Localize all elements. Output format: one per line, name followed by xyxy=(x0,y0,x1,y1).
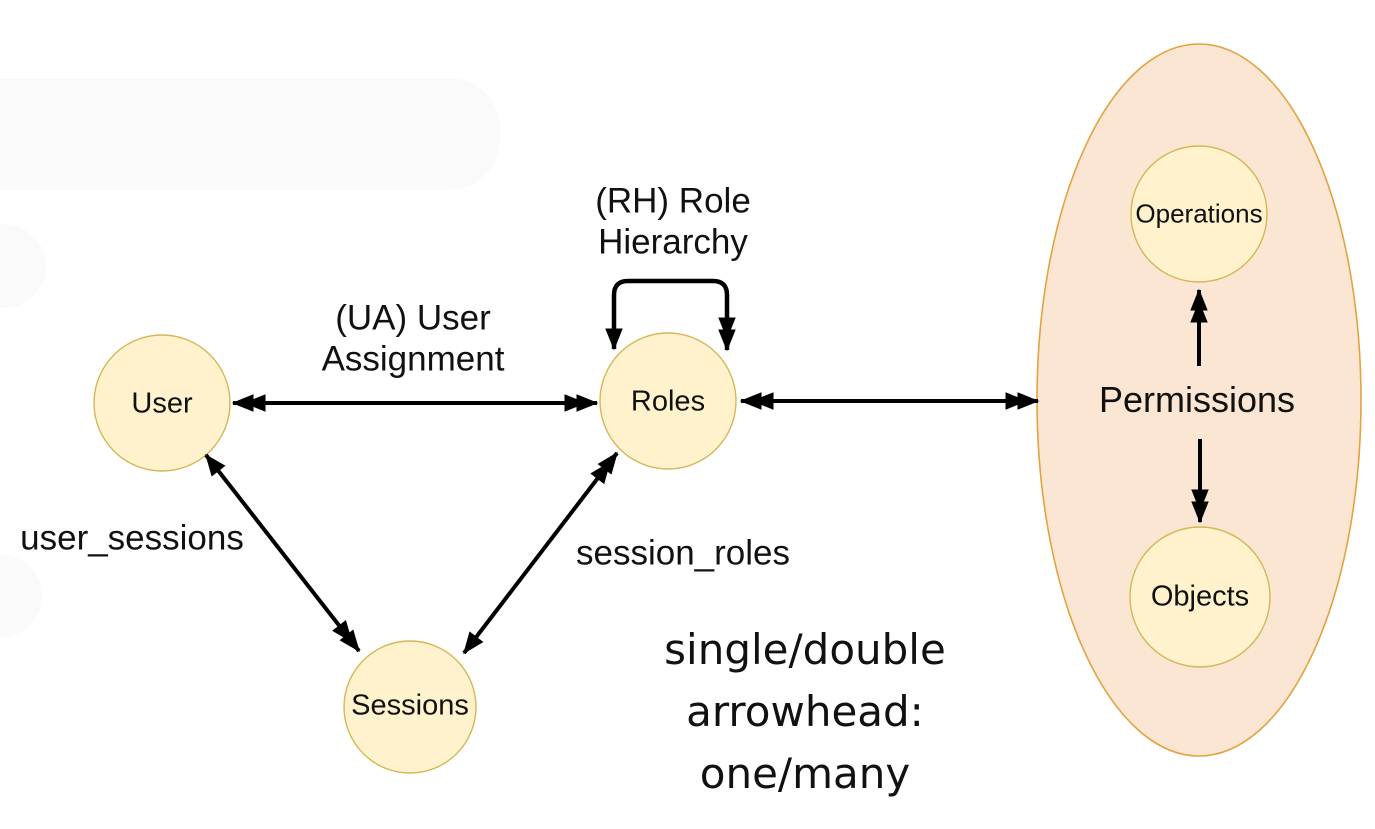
permissions-label: Permissions xyxy=(1098,379,1296,420)
background-artifact xyxy=(0,224,46,308)
objects-node xyxy=(1129,526,1271,668)
user-node-label: User xyxy=(131,387,193,420)
background-artifact xyxy=(0,554,42,638)
user-node xyxy=(93,334,231,472)
rh-edge-label: (RH) Role Hierarchy xyxy=(595,181,751,262)
session-roles-edge-label: session_roles xyxy=(576,533,790,573)
session-roles-edge xyxy=(462,451,619,655)
arrowhead-legend: single/double arrowhead: one/many xyxy=(664,624,946,799)
rh-self-loop-edge xyxy=(605,278,736,352)
roles-node-label: Roles xyxy=(630,385,706,418)
objects-node-label: Objects xyxy=(1150,580,1250,613)
user-sessions-edge xyxy=(204,453,361,653)
operations-node xyxy=(1130,145,1268,283)
sessions-node xyxy=(343,640,477,774)
background-artifact xyxy=(0,78,500,190)
ua-edge-label: (UA) User Assignment xyxy=(321,298,505,379)
operations-node-label: Operations xyxy=(1135,198,1263,229)
user-sessions-edge-label: user_sessions xyxy=(20,518,244,558)
sessions-node-label: Sessions xyxy=(351,689,469,722)
